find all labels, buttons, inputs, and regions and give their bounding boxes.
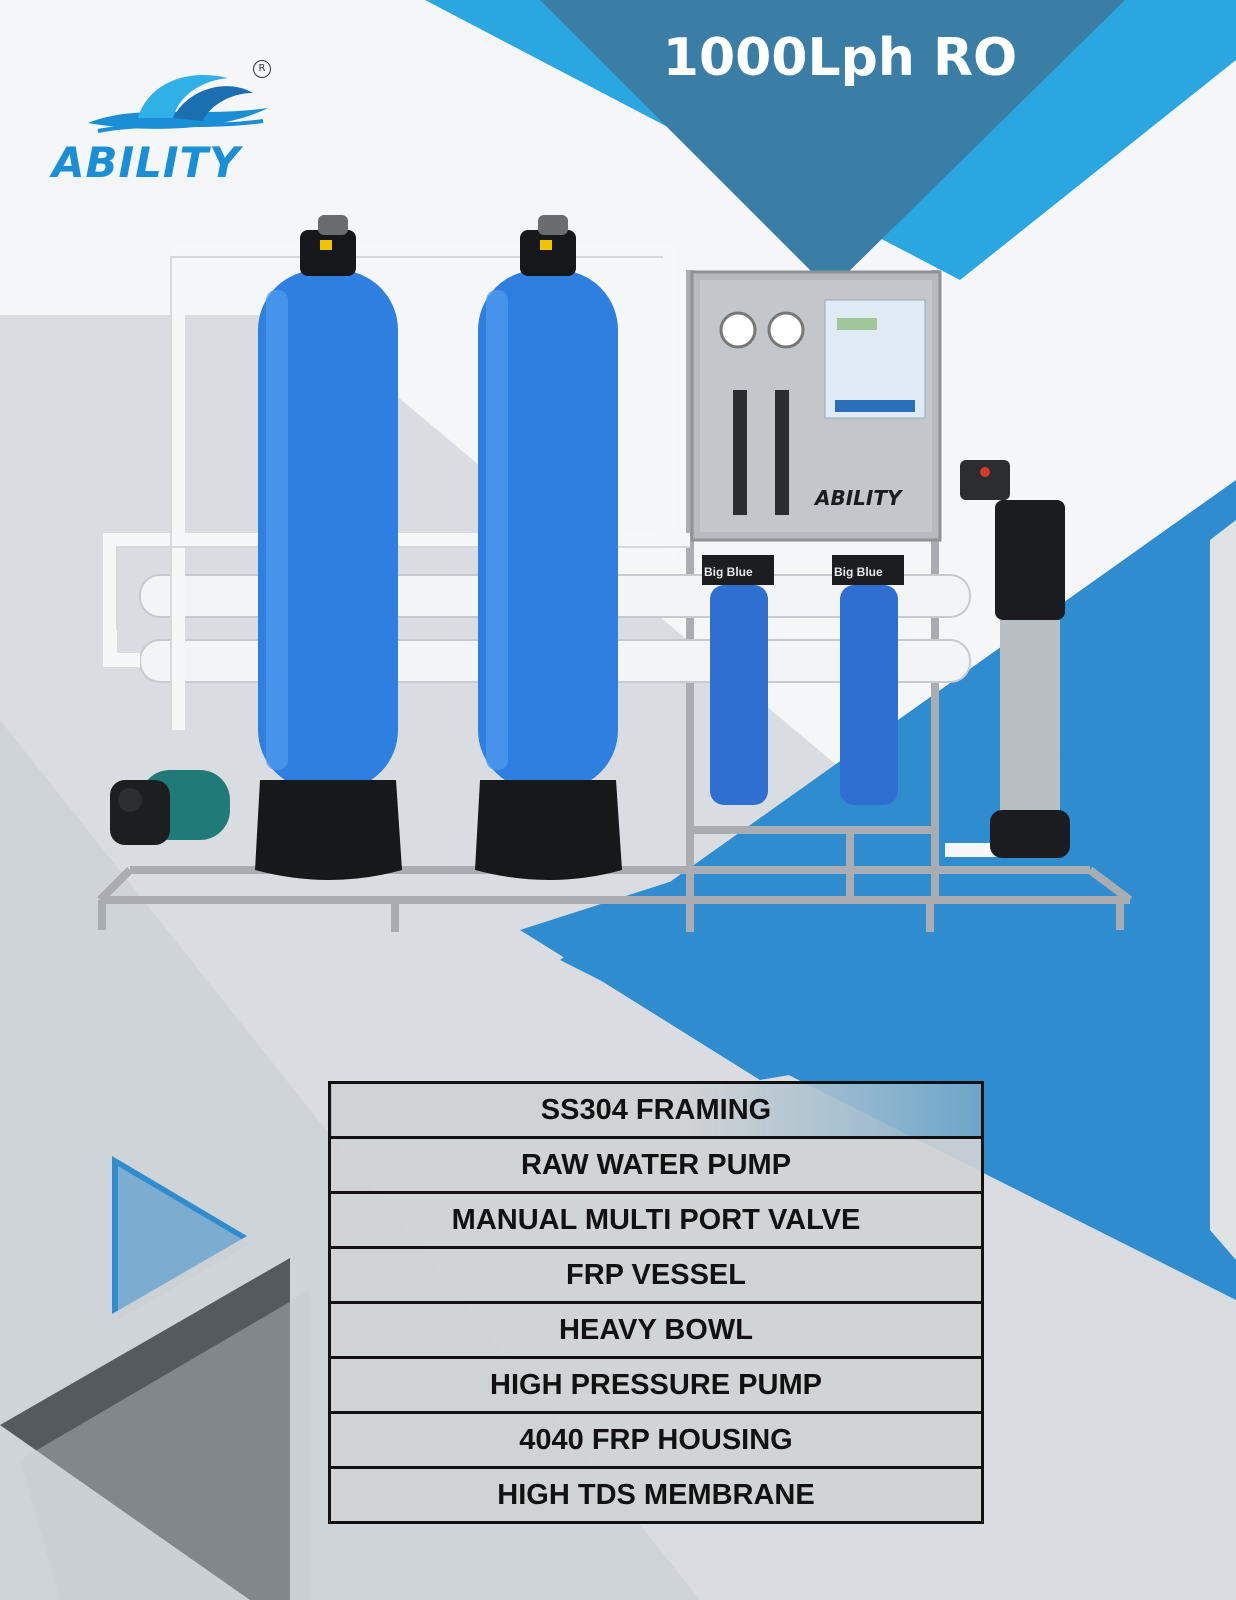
feature-table: SS304 FRAMING RAW WATER PUMP MANUAL MULT… [328, 1081, 984, 1524]
pressure-gauge-2 [767, 311, 805, 349]
svg-text:ABILITY: ABILITY [813, 486, 904, 510]
frp-vessel-1 [255, 215, 402, 880]
pressure-gauge-1 [719, 311, 757, 349]
feature-cell: HEAVY BOWL [328, 1301, 984, 1359]
svg-text:Big Blue: Big Blue [834, 565, 883, 579]
control-panel: ABILITY [690, 270, 942, 542]
feature-cell: FRP VESSEL [328, 1246, 984, 1304]
registered-mark: R [253, 60, 271, 78]
feature-cell: SS304 FRAMING [328, 1081, 984, 1139]
flow-meter-1 [733, 390, 747, 515]
raw-water-pump [110, 770, 230, 845]
high-pressure-pump [960, 460, 1070, 858]
feature-cell: RAW WATER PUMP [328, 1136, 984, 1194]
brand-name: ABILITY [52, 138, 241, 187]
filter-housing-1: Big Blue [702, 555, 774, 805]
table-row: SS304 FRAMING [328, 1081, 984, 1139]
filter-housing-2: Big Blue [832, 555, 904, 805]
frp-vessel-2 [475, 215, 622, 880]
table-row: MANUAL MULTI PORT VALVE [328, 1191, 984, 1249]
ro-plant-illustration: ABILITY Big Blue Big Blue [97, 215, 1133, 932]
table-row: HIGH TDS MEMBRANE [328, 1466, 984, 1524]
flow-meter-2 [775, 390, 789, 515]
feature-cell: HIGH TDS MEMBRANE [328, 1466, 984, 1524]
table-row: HIGH PRESSURE PUMP [328, 1356, 984, 1414]
feature-cell: HIGH PRESSURE PUMP [328, 1356, 984, 1414]
table-row: RAW WATER PUMP [328, 1136, 984, 1194]
table-row: FRP VESSEL [328, 1246, 984, 1304]
brand-logo: R ABILITY [48, 58, 298, 188]
feature-cell: 4040 FRP HOUSING [328, 1411, 984, 1469]
product-title: 1000Lph RO [662, 28, 1018, 88]
wave-logo-icon [88, 74, 268, 133]
table-row: HEAVY BOWL [328, 1301, 984, 1359]
svg-text:Big Blue: Big Blue [704, 565, 753, 579]
feature-cell: MANUAL MULTI PORT VALVE [328, 1191, 984, 1249]
table-row: 4040 FRP HOUSING [328, 1411, 984, 1469]
